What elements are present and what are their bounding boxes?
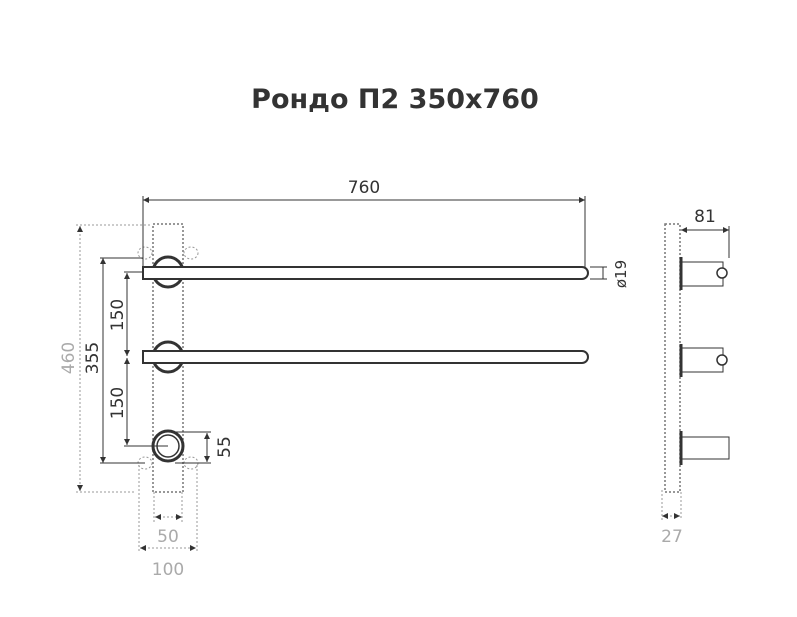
dim-width: 760 <box>348 178 380 198</box>
side-view: 81 27 <box>661 207 730 547</box>
mount-hole <box>137 246 153 260</box>
dim-depth: 81 <box>694 207 716 227</box>
front-view: 760 460 355 150 150 55 50 100 <box>59 178 630 580</box>
dim-post-width: 50 <box>157 527 179 547</box>
dim-spacing-bottom: 150 <box>108 387 128 419</box>
side-wall-outline <box>664 223 681 493</box>
drawing-title: Рондо П2 350x760 <box>251 84 539 115</box>
mount-hole <box>183 246 199 260</box>
dim-bracket-width: 100 <box>152 560 184 580</box>
dim-height-mount: 355 <box>83 342 103 374</box>
dim-bottom-offset: 55 <box>215 436 235 458</box>
dim-tube-diameter: ø19 <box>612 260 630 288</box>
dim-wall-depth: 27 <box>661 527 683 547</box>
towel-bar-top <box>142 266 589 280</box>
dim-spacing-top: 150 <box>108 299 128 331</box>
towel-bar-middle <box>142 350 589 364</box>
dim-height-total: 460 <box>59 342 79 374</box>
